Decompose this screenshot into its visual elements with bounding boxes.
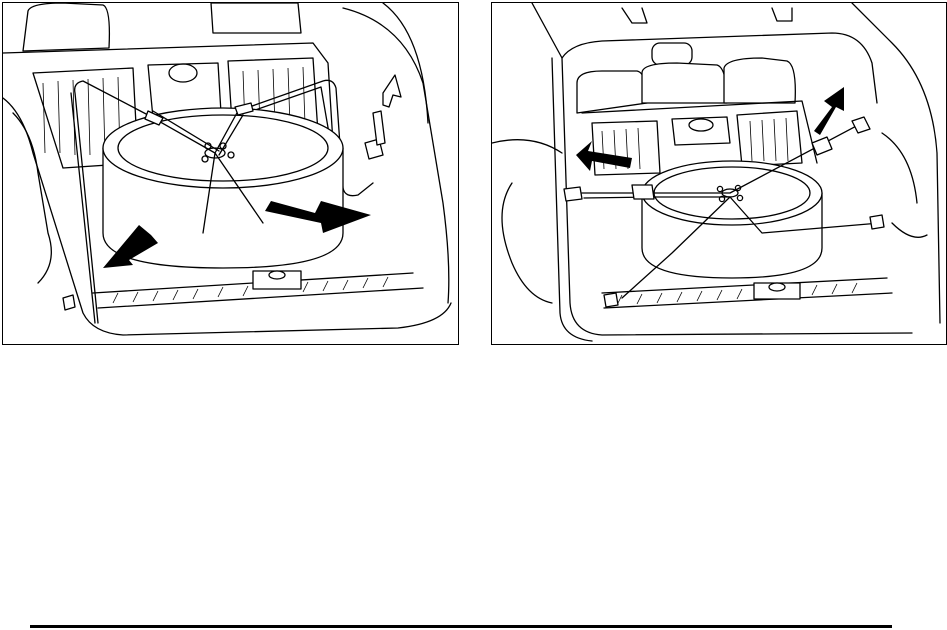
lug-4	[202, 156, 208, 162]
headrest-left	[577, 71, 647, 113]
right-wall	[343, 8, 449, 303]
spare-tire-cargo-strap-icon	[492, 3, 946, 344]
spare-tire-cargo-removal-icon	[3, 3, 458, 344]
spare-tire-removal-illustration	[2, 2, 459, 345]
anchor-right-top	[852, 117, 870, 133]
hinges	[622, 8, 792, 23]
seat-top-edge	[582, 101, 817, 163]
headrest-left	[23, 3, 109, 51]
seat-panel-right	[737, 111, 802, 166]
headrest-right	[724, 58, 795, 103]
seat-latch	[689, 119, 713, 131]
left-wall	[13, 113, 51, 283]
body-right	[882, 133, 927, 237]
body-left	[492, 140, 562, 303]
lug-1	[717, 186, 722, 191]
up-arrow-small	[383, 75, 401, 107]
spare-tire-strap-illustration	[491, 2, 947, 345]
bottom-rule	[30, 625, 892, 628]
center-headrest	[652, 43, 692, 65]
floor-latch-knob	[769, 283, 785, 291]
anchor-right-bottom	[870, 215, 884, 229]
liftgate-right	[852, 3, 940, 323]
headrest-middle	[642, 63, 727, 103]
buckle-center	[632, 185, 654, 199]
arrow-up-right	[814, 87, 844, 135]
left-hook	[63, 295, 75, 310]
seat-latch	[169, 64, 197, 82]
left-hook	[564, 187, 582, 201]
anchor-left-bottom	[604, 293, 618, 307]
headrest-right	[211, 3, 301, 33]
floor-latch-knob	[269, 271, 285, 279]
lug-3	[228, 152, 234, 158]
lug-4	[737, 195, 742, 200]
sill	[602, 278, 892, 308]
